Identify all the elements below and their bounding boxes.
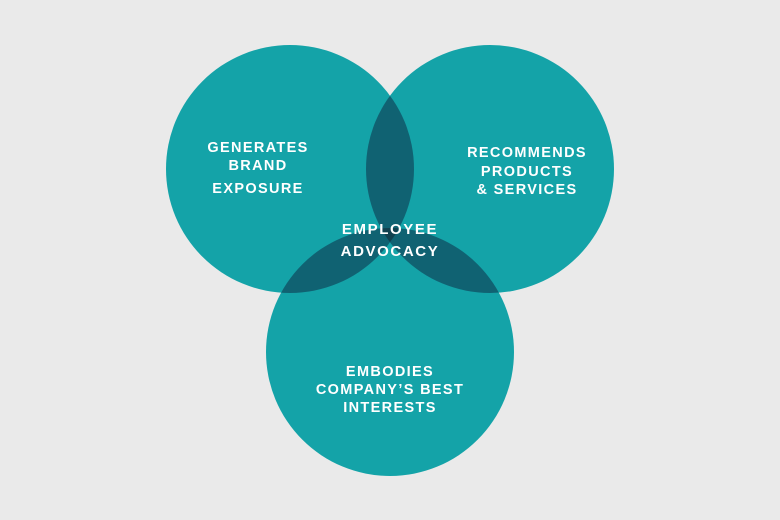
label-line: BRAND (228, 158, 287, 174)
label-recommends-products-services: RECOMMENDS PRODUCTS & SERVICES (467, 145, 587, 198)
label-generates-brand-exposure: GENERATES BRAND EXPOSURE (207, 140, 308, 197)
label-line: RECOMMENDS (467, 145, 587, 161)
circle-recommends-products-services (366, 45, 614, 293)
label-line: COMPANY’S BEST (316, 382, 464, 398)
label-line: EMPLOYEE (342, 221, 438, 238)
circle-generates-brand-exposure (166, 45, 414, 293)
label-line: ADVOCACY (341, 243, 440, 260)
label-line: GENERATES (207, 140, 308, 156)
label-line: PRODUCTS (481, 164, 573, 180)
label-line: INTERESTS (343, 400, 437, 416)
label-line: & SERVICES (476, 182, 577, 198)
label-embodies-company-best-interests: EMBODIES COMPANY’S BEST INTERESTS (316, 364, 464, 416)
label-employee-advocacy: EMPLOYEE ADVOCACY (341, 221, 440, 260)
label-line: EXPOSURE (212, 181, 303, 197)
label-line: EMBODIES (346, 364, 434, 380)
circle-embodies-company-best-interests (266, 228, 514, 476)
